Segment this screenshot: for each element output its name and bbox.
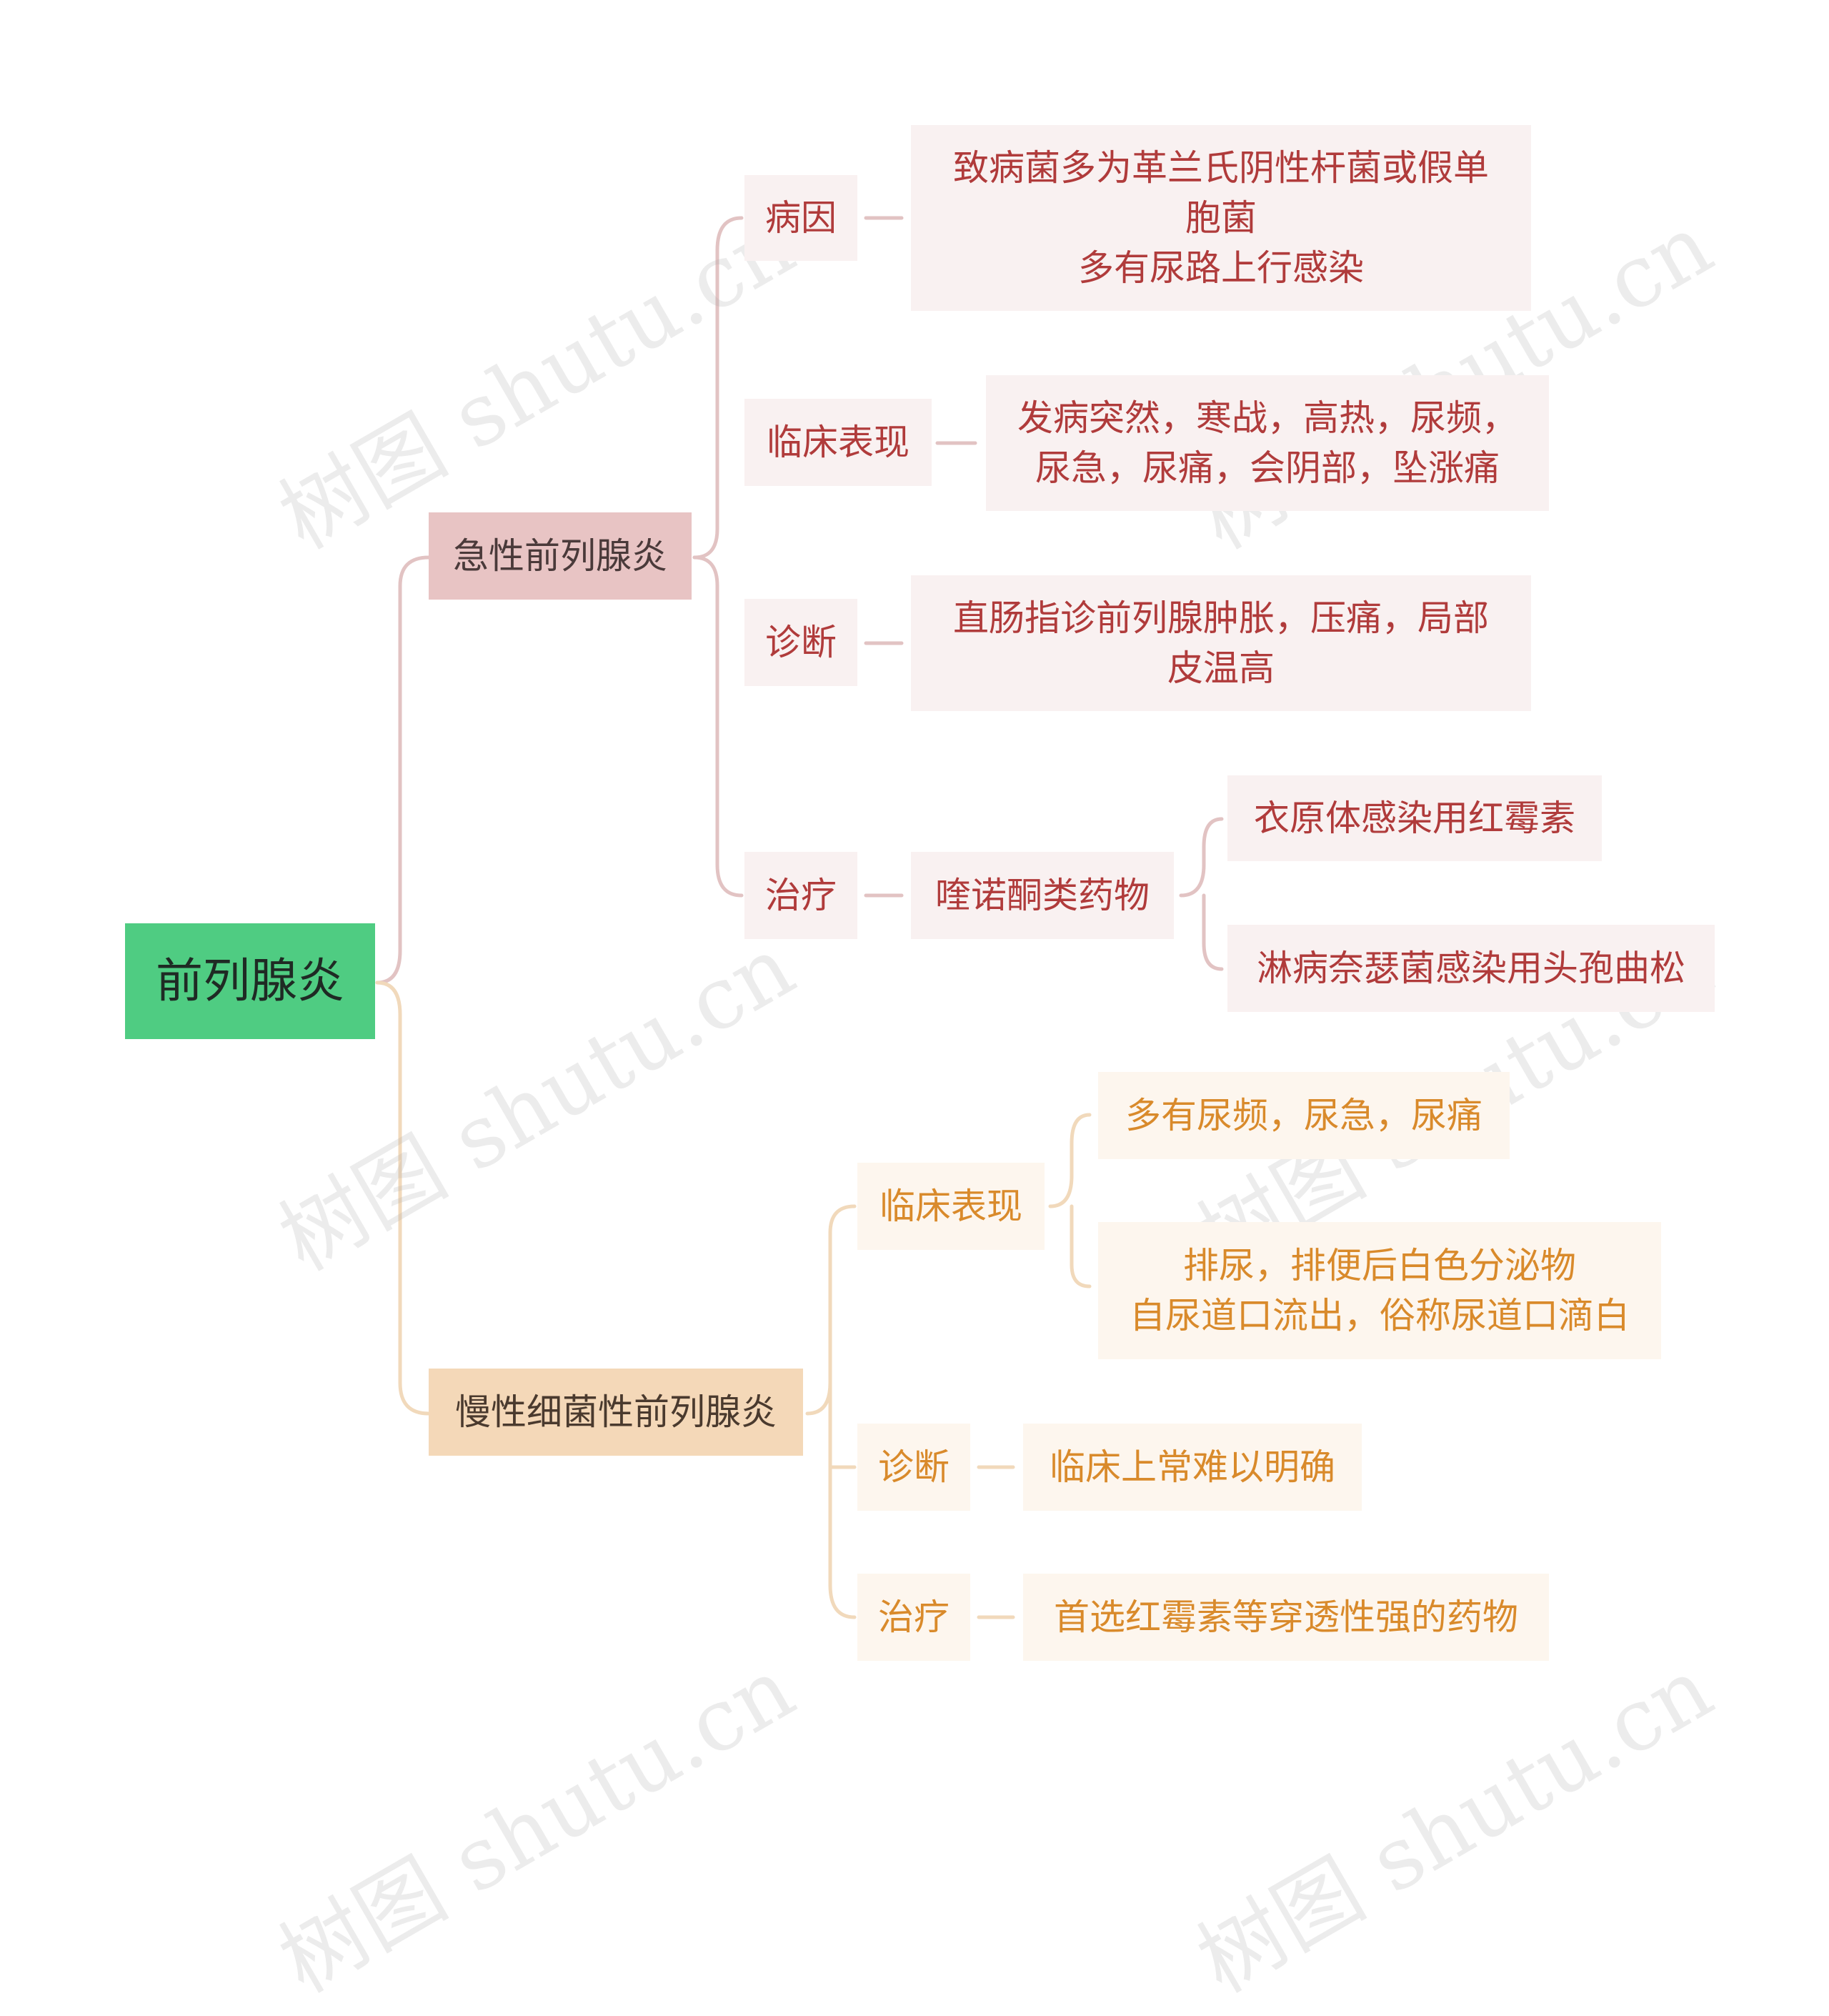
connector-root-acute <box>375 555 431 985</box>
acute-diagnosis-node[interactable]: 诊断 <box>744 599 857 686</box>
chronic-diagnosis-detail[interactable]: 临床上常难以明确 <box>1023 1424 1362 1511</box>
chronic-treatment-detail[interactable]: 首选红霉素等穿透性强的药物 <box>1023 1574 1549 1661</box>
chronic-clinical-item[interactable]: 多有尿频，尿急，尿痛 <box>1098 1072 1510 1159</box>
acute-cause-detail[interactable]: 致病菌多为革兰氏阴性杆菌或假单 胞菌 多有尿路上行感染 <box>911 125 1531 311</box>
acute-cause-node[interactable]: 病因 <box>744 175 857 261</box>
connectors <box>375 216 1224 1619</box>
connector-drug-items <box>1179 817 1224 971</box>
connector-root-chronic <box>375 980 431 1416</box>
chronic-treatment-node[interactable]: 治疗 <box>857 1574 970 1661</box>
branch-acute[interactable]: 急性前列腺炎 <box>429 512 692 600</box>
mind-map: 树图 shutu.cn 树图 shutu.cn 树图 shutu.cn 树图 s… <box>125 125 1728 2012</box>
acute-treatment-node[interactable]: 治疗 <box>744 852 857 939</box>
root-node[interactable]: 前列腺炎 <box>125 923 375 1039</box>
acute-clinical-detail[interactable]: 发病突然，寒战，高热，尿频， 尿急，尿痛，会阴部，坠涨痛 <box>986 375 1549 511</box>
chronic-diagnosis-node[interactable]: 诊断 <box>857 1424 970 1511</box>
acute-treatment-item[interactable]: 衣原体感染用红霉素 <box>1227 775 1602 861</box>
acute-clinical-node[interactable]: 临床表现 <box>744 399 932 486</box>
chronic-clinical-item[interactable]: 排尿，排便后白色分泌物 自尿道口流出，俗称尿道口滴白 <box>1098 1222 1661 1359</box>
acute-diagnosis-detail[interactable]: 直肠指诊前列腺肿胀，压痛，局部 皮温高 <box>911 575 1531 711</box>
branch-chronic[interactable]: 慢性细菌性前列腺炎 <box>429 1369 803 1456</box>
connector-chronic-clinical-items <box>1048 1113 1092 1288</box>
chronic-clinical-node[interactable]: 临床表现 <box>857 1163 1045 1250</box>
acute-treatment-item[interactable]: 淋病奈瑟菌感染用头孢曲松 <box>1227 925 1715 1012</box>
acute-treatment-drug[interactable]: 喹诺酮类药物 <box>911 852 1174 939</box>
